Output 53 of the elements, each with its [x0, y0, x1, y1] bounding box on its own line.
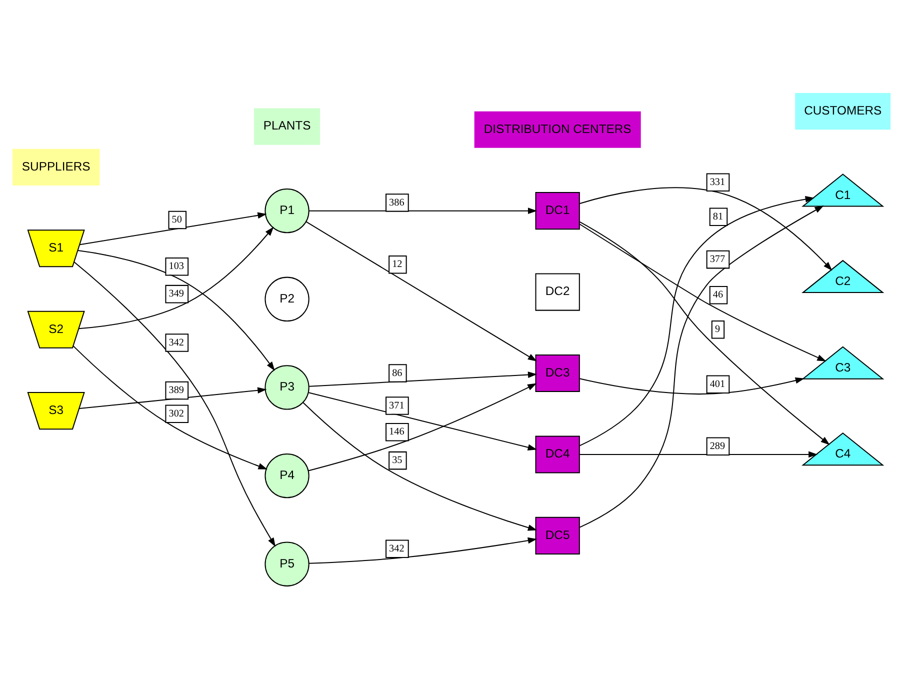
edge-label: 401 — [710, 378, 726, 390]
node-circle: P5 — [264, 542, 310, 586]
node-box: DC1 — [535, 192, 580, 230]
edge-label: 342 — [389, 543, 404, 554]
arrow — [308, 537, 538, 564]
edge-label: 377 — [710, 254, 726, 266]
arrow — [579, 187, 832, 271]
node-circle: P2 — [264, 276, 310, 322]
node-circle: P3 — [264, 365, 310, 410]
edge-label: 302 — [168, 408, 184, 420]
arrow — [74, 262, 276, 547]
edge-label: 331 — [710, 176, 726, 188]
arrow — [579, 377, 805, 395]
arrow — [308, 392, 537, 450]
arrow — [308, 383, 537, 472]
arrow — [80, 212, 267, 246]
edge-label: 12 — [392, 259, 402, 270]
edge-label: 349 — [168, 288, 184, 300]
edge-label: 9 — [714, 324, 720, 336]
edge-label: 342 — [168, 337, 184, 348]
edge-label: 46 — [712, 290, 724, 301]
arrow — [579, 224, 826, 362]
arrow — [309, 208, 538, 214]
arrow — [302, 402, 538, 531]
edge-label: 50 — [172, 214, 182, 226]
node-box: DC4 — [535, 436, 580, 474]
arrow — [78, 226, 274, 330]
node-box: DISTRIBUTION CENTERS — [474, 111, 641, 148]
arrow — [579, 451, 818, 458]
arrow — [306, 221, 538, 362]
arrow — [79, 387, 267, 410]
node-box: DC5 — [535, 516, 580, 554]
edge-label: 146 — [389, 426, 404, 438]
edge-label: 289 — [710, 440, 726, 452]
node-box: SUPPLIERS — [12, 148, 100, 186]
edge-label: 386 — [389, 197, 404, 208]
node-box: DC2 — [535, 273, 580, 311]
node-box: PLANTS — [254, 108, 320, 145]
arrow — [72, 346, 268, 470]
edge-label: 389 — [168, 385, 184, 396]
arrow — [579, 196, 814, 446]
arrow — [579, 221, 830, 446]
node-circle: P4 — [264, 453, 310, 498]
node-circle: P1 — [264, 188, 310, 234]
edge-label: 103 — [168, 261, 184, 272]
node-box: DC3 — [535, 354, 580, 392]
edge-label: 35 — [392, 455, 402, 466]
edge-label: 81 — [712, 211, 724, 222]
edge-label: 371 — [389, 400, 404, 412]
arrow — [78, 250, 275, 371]
arrow — [309, 372, 538, 387]
node-box: CUSTOMERS — [795, 93, 891, 130]
edge-label: 86 — [392, 368, 402, 379]
